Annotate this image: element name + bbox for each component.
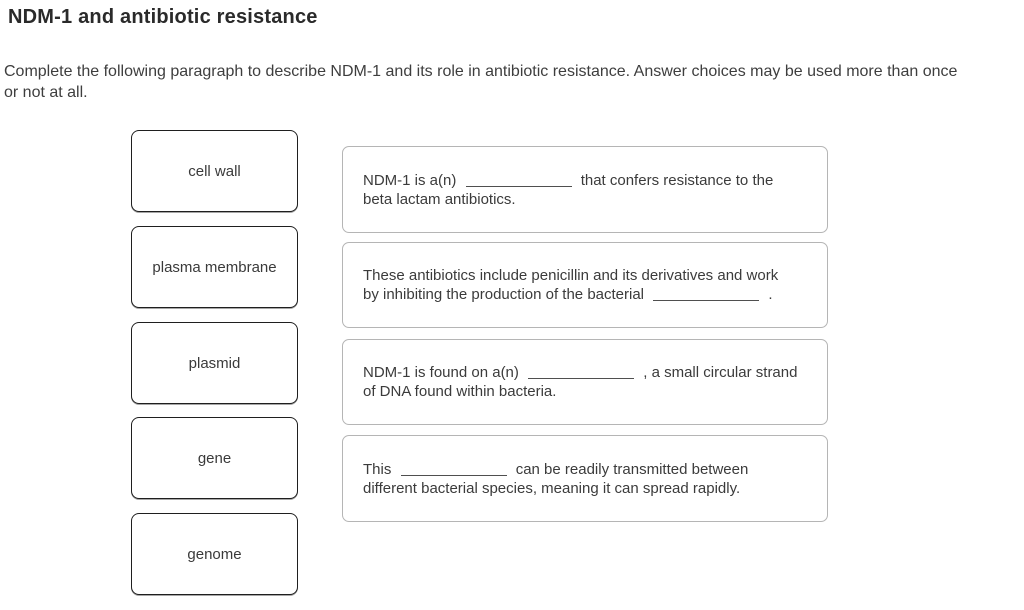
page-title: NDM-1 and antibiotic resistance bbox=[8, 6, 318, 28]
sentence-text: different bacterial species, meaning it … bbox=[363, 479, 741, 497]
target-sentence: These antibiotics include penicillin and… bbox=[343, 266, 778, 304]
sentence-text: , a small circular strand bbox=[643, 364, 798, 381]
sentence-text: This bbox=[363, 460, 392, 478]
sentence-text: NDM-1 is a(n) bbox=[363, 171, 457, 189]
drop-target-2[interactable]: These antibiotics include penicillin and… bbox=[342, 242, 828, 328]
choice-cell-wall[interactable]: cell wall bbox=[131, 130, 298, 212]
choice-plasmid[interactable]: plasmid bbox=[131, 322, 298, 404]
instructions-line: or not at all. bbox=[4, 84, 88, 101]
sentence-text: of DNA found within bacteria. bbox=[363, 383, 557, 400]
choice-gene[interactable]: gene bbox=[131, 417, 298, 499]
choice-genome[interactable]: genome bbox=[131, 513, 298, 595]
choice-label: cell wall bbox=[188, 162, 241, 180]
sentence-text: . bbox=[768, 286, 773, 303]
sentence-text: that confers resistance to the bbox=[580, 171, 774, 189]
sentence-text: by inhibiting the production of the bact… bbox=[363, 286, 645, 303]
instructions: Complete the following paragraph to desc… bbox=[4, 61, 957, 103]
sentence-text: These antibiotics include penicillin and… bbox=[363, 267, 779, 284]
answer-blank[interactable] bbox=[465, 173, 572, 187]
sentence-text: beta lactam antibiotics. bbox=[363, 190, 516, 208]
answer-blank[interactable] bbox=[653, 287, 760, 301]
answer-blank[interactable] bbox=[400, 462, 507, 476]
answer-blank[interactable] bbox=[528, 365, 635, 379]
sentence-text: NDM-1 is found on a(n) bbox=[363, 364, 519, 381]
instructions-line: Complete the following paragraph to desc… bbox=[4, 63, 958, 80]
drop-target-1[interactable]: NDM-1 is a(n) that confers resistance to… bbox=[342, 146, 828, 233]
drop-target-3[interactable]: NDM-1 is found on a(n) , a small circula… bbox=[342, 339, 828, 425]
choice-label: genome bbox=[187, 545, 242, 563]
sentence-text: can be readily transmitted between bbox=[515, 460, 749, 478]
choice-label: gene bbox=[197, 449, 232, 467]
choice-label: plasma membrane bbox=[152, 258, 277, 276]
choice-label: plasmid bbox=[188, 354, 241, 372]
target-sentence: NDM-1 is a(n) that confers resistance to… bbox=[343, 171, 773, 209]
target-sentence: NDM-1 is found on a(n) , a small circula… bbox=[343, 363, 797, 401]
choice-plasma-membrane[interactable]: plasma membrane bbox=[131, 226, 298, 308]
